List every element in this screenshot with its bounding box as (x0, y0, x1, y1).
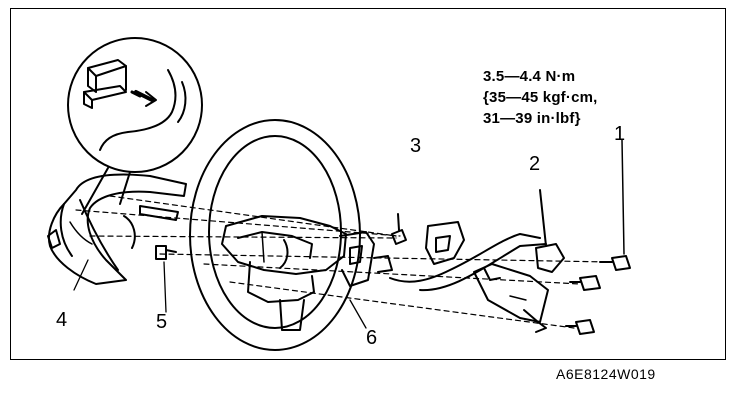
leader-lines (73, 259, 367, 329)
column-cover-part-4 (47, 173, 187, 285)
figure-frame (10, 8, 726, 360)
assembly-dash-lines (75, 195, 611, 329)
wiring-harness (389, 221, 547, 292)
callout-1: 1 (614, 123, 626, 145)
torque-spec-line-3: 31—39 in·lbf} (483, 110, 581, 127)
torque-spec-line-1: 3.5—4.4 N·m (483, 68, 576, 85)
steering-wheel (189, 119, 361, 351)
callout-6: 6 (366, 327, 378, 349)
torque-spec: 3.5—4.4 N·m {35—45 kgf·cm, 31—39 in·lbf} (483, 66, 598, 129)
callout-5: 5 (156, 311, 168, 333)
callout-3: 3 (410, 135, 422, 157)
torque-spec-line-2: {35—45 kgf·cm, (483, 89, 598, 106)
detail-magnifier (67, 37, 203, 215)
switch-assembly-part-2 (473, 189, 565, 333)
callout-2: 2 (529, 153, 541, 175)
callout-4: 4 (56, 309, 68, 331)
screw-part-5 (155, 245, 177, 260)
figure-code: A6E8124W019 (556, 366, 656, 382)
bolts-part-1 (565, 139, 631, 335)
clip-part-3 (391, 213, 407, 245)
